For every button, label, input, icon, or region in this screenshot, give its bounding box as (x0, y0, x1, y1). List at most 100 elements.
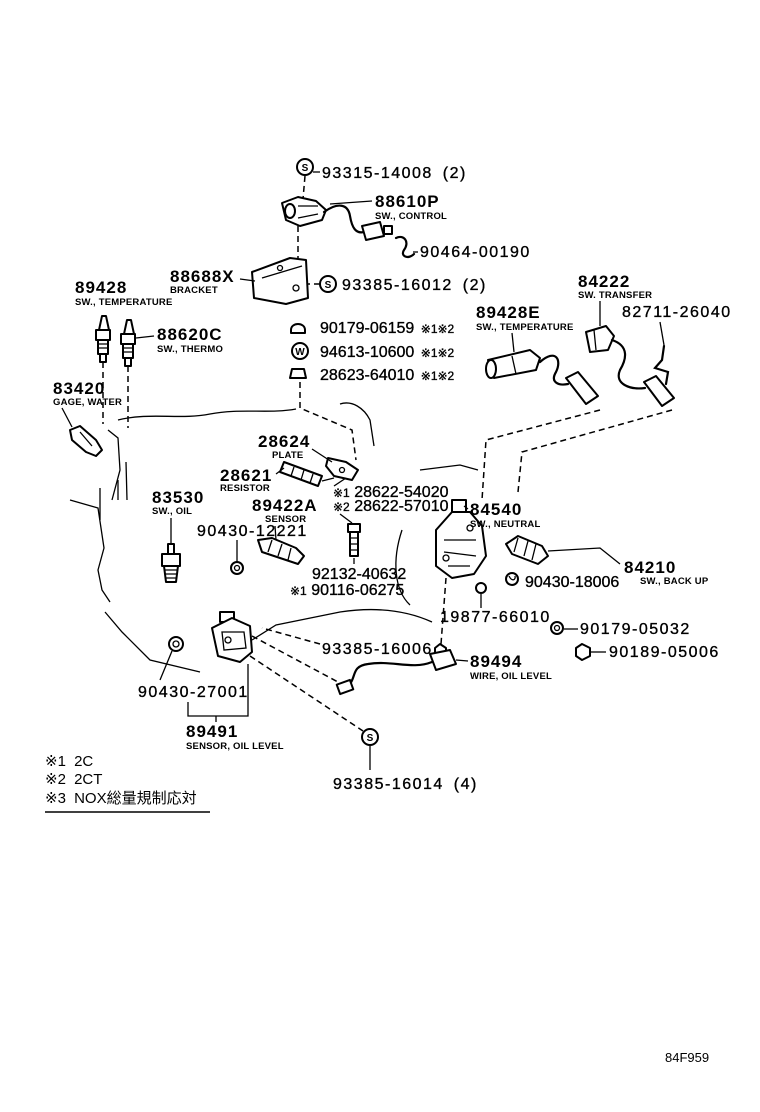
part-number: 90116-06275 (311, 582, 404, 599)
switch-end (284, 203, 296, 219)
callout-28622-57010: ※2 28622-57010 (333, 498, 449, 515)
leader-line (61, 407, 73, 428)
switch-detail (297, 205, 319, 219)
gasket-90430-12221-drawing (230, 540, 244, 575)
sensor-terminal (99, 353, 107, 363)
hardware-stack: W (289, 323, 357, 461)
gage-body (69, 425, 103, 457)
temperature-switch-89428E-drawing (485, 332, 599, 405)
connector-plug (383, 225, 393, 235)
desc-wire-oil-level: WIRE, OIL LEVEL (470, 671, 552, 682)
applicability-legend: ※1 2C ※2 2CT ※3 NOX総量規制応対 (45, 753, 210, 813)
applicability-note: ※1※2 (421, 322, 455, 336)
engine-left-side (69, 499, 111, 603)
switch-bolt (466, 524, 474, 532)
sensor-89422A-drawing (257, 525, 305, 565)
legend-note-1: ※1 2C (45, 753, 93, 770)
engine-rib-left (99, 461, 128, 520)
callout-83420: 83420 (53, 379, 105, 398)
switch-hex (161, 553, 181, 567)
nut-hex (575, 643, 591, 661)
temperature-switch-89428-drawing (95, 315, 111, 424)
bracket-bend (261, 265, 303, 279)
callout-93385-16014: 93385-16014 (4) (333, 776, 478, 793)
leader-line (329, 200, 373, 205)
plate-hole (338, 466, 346, 474)
sensor-thread (123, 347, 133, 353)
part-number: 90179-06159 (320, 320, 414, 337)
leader-line (239, 278, 256, 282)
stud-drawing (339, 513, 361, 564)
applicability-note: ※1 (290, 584, 307, 598)
nut-symbol (289, 368, 307, 379)
engine-outline (69, 402, 673, 673)
part-number: 93385-16014 (333, 776, 444, 793)
nut-90189-05006-drawing (575, 643, 606, 661)
legend-note-3: ※3 NOX総量規制応対 (45, 790, 197, 807)
sensor-probe (98, 315, 110, 331)
sensor-hex (95, 329, 111, 341)
bolt-symbol (361, 728, 379, 746)
clamp-shape (653, 344, 670, 386)
switch-bolt (442, 554, 450, 562)
water-gage-83420-drawing (61, 407, 103, 457)
switch-body (505, 535, 549, 565)
callout-93315-14008: 93315-14008 (2) (322, 165, 467, 182)
part-number: 28622-57010 (354, 498, 448, 515)
desc-sw-neutral: SW., NEUTRAL (470, 519, 540, 530)
desc-bracket: BRACKET (170, 285, 218, 296)
callout-89422A: 89422A (252, 496, 318, 515)
nut-ring (550, 621, 564, 635)
callout-89428E: 89428E (476, 303, 541, 322)
callout-90430-18006: 90430-18006 (525, 574, 619, 591)
legend-mark: ※3 (45, 790, 66, 807)
callout-84210: 84210 (624, 558, 676, 577)
callout-90430-12221: 90430-12221 (197, 523, 308, 540)
quantity: (4) (454, 776, 478, 793)
wire-harness (348, 660, 434, 686)
figure-id: 84F959 (665, 1050, 709, 1065)
desc-sw-temperature: SW., TEMPERATURE (476, 322, 574, 333)
callout-90464-00190: 90464-00190 (420, 244, 531, 261)
callout-90430-27001: 90430-27001 (138, 684, 249, 701)
bolt-93385-16014-marker: S (361, 728, 379, 770)
desc-plate: PLATE (272, 450, 303, 461)
desc-gage-water: GAGE, WATER (53, 397, 122, 408)
leader-line (511, 332, 515, 353)
dashed-guide-line (249, 655, 364, 732)
part-19877-drawing (475, 582, 487, 608)
switch-wire (322, 204, 366, 234)
callout-88610P: 88610P (375, 192, 440, 211)
switch-connector (643, 375, 675, 407)
resistor-body (279, 461, 323, 487)
switch-body (585, 325, 615, 353)
wire-terminal (335, 678, 355, 696)
legend-text: NOX総量規制応対 (74, 790, 197, 807)
gasket-ring (230, 561, 244, 575)
bolt-symbol-letter: S (325, 280, 332, 291)
stud-thread (350, 537, 358, 551)
callout-28621: 28621 (220, 466, 272, 485)
nut-90179-05032-drawing (550, 621, 578, 635)
control-switch-drawing (281, 196, 393, 258)
legend-text: 2C (74, 753, 93, 770)
callout-28623-64010: 28623-64010 ※1※2 (320, 367, 455, 384)
sensor-body (122, 343, 134, 359)
leader-line (275, 467, 285, 475)
sensor-hex (120, 333, 136, 345)
applicability-note: ※1※2 (421, 346, 455, 360)
washer-symbol (291, 342, 309, 360)
bolt-symbol-letter: S (302, 163, 309, 174)
leader-line (135, 335, 155, 339)
clamp-wire (394, 235, 416, 259)
bracket-plate (251, 257, 309, 305)
transmission-guide-a (481, 409, 601, 501)
sensor-body (257, 537, 305, 565)
switch-detail (443, 539, 477, 567)
transmission-top (419, 464, 479, 471)
callout-90116-06275: ※1 90116-06275 (290, 582, 404, 599)
gasket-hole (233, 564, 241, 572)
switch-detail (513, 537, 537, 561)
washer-symbol-letter: W (295, 347, 305, 358)
callout-90189-05006: 90189-05006 (609, 644, 720, 661)
